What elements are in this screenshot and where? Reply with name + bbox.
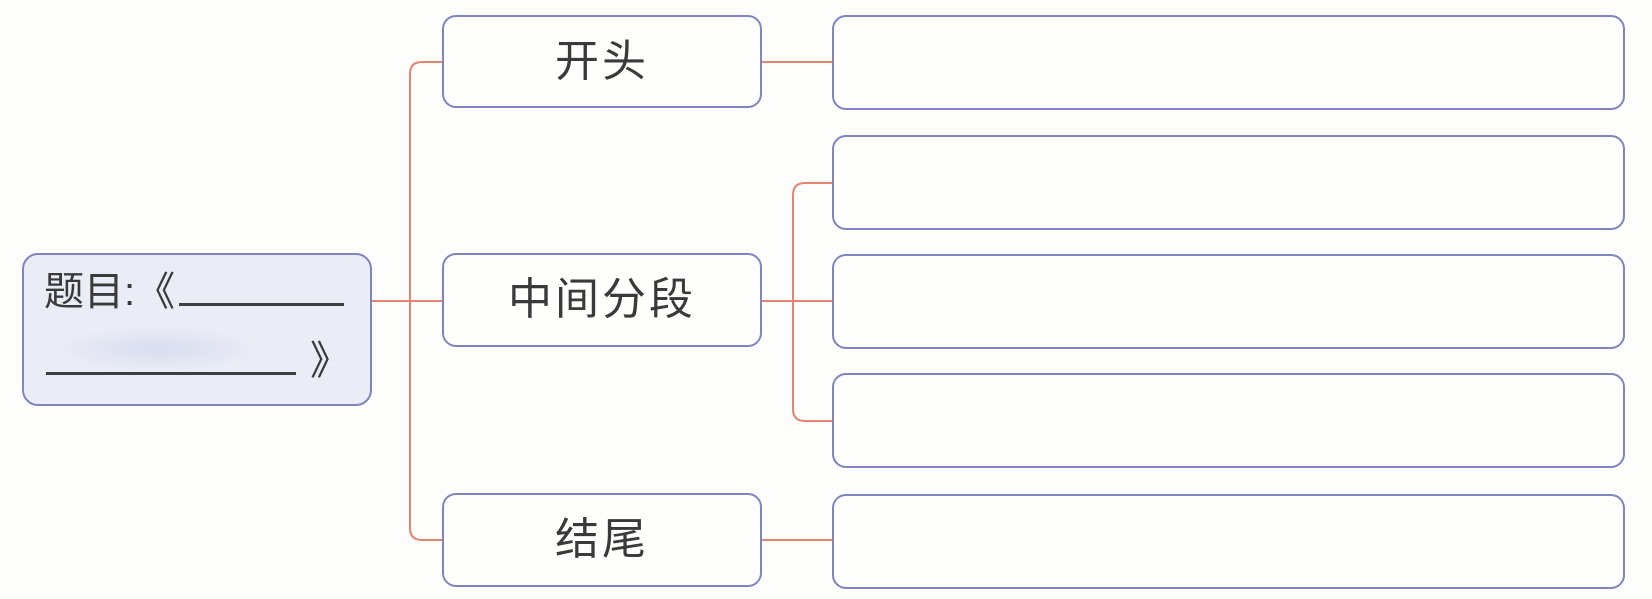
child-node-middle-2 (832, 254, 1625, 349)
root-title-suffix: 》 (310, 339, 350, 383)
blank-line-1 (179, 303, 344, 306)
root-title-prefix: 题目:《 (44, 270, 176, 314)
child-node-beginning-1 (832, 15, 1625, 110)
child-node-middle-1 (832, 135, 1625, 230)
root-title-line-1: 题目:《 (44, 269, 350, 315)
branch-label-middle: 中间分段 (508, 275, 696, 324)
branch-node-beginning: 开头 (442, 15, 762, 108)
child-node-ending-1 (832, 494, 1625, 589)
branch-node-ending: 结尾 (442, 493, 762, 587)
connector-middle-child-3 (792, 300, 833, 422)
connector-root-ending (409, 300, 443, 541)
root-title: 题目:《 》 (24, 255, 370, 404)
branch-label-ending: 结尾 (555, 515, 649, 564)
branch-label-beginning: 开头 (555, 36, 649, 86)
blank-line-2 (46, 372, 296, 375)
branch-node-middle: 中间分段 (442, 253, 762, 347)
connector-root-beginning (409, 61, 443, 302)
connector-middle-child-1 (792, 182, 833, 302)
child-node-middle-3 (832, 373, 1625, 468)
root-node: 题目:《 》 (22, 253, 372, 406)
root-title-line-2: 》 (44, 338, 350, 384)
